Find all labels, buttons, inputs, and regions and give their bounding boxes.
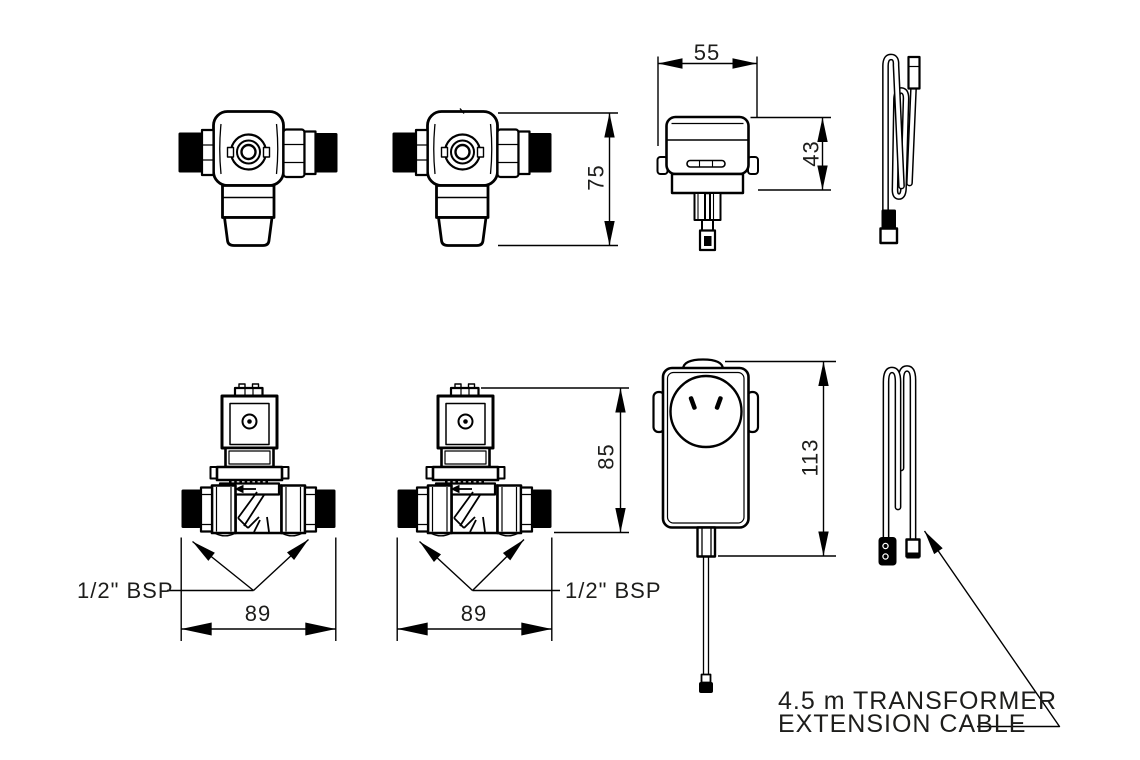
cable-note-line2: EXTENSION CABLE	[778, 710, 1027, 738]
dim-43-label: 43	[798, 140, 824, 167]
dim-89-left-label: 89	[244, 601, 272, 626]
dim-85	[481, 387, 629, 534]
socket-face	[669, 374, 743, 449]
dim-89-right-label: 89	[460, 601, 488, 626]
socket-slot-left	[688, 396, 697, 410]
cable-socket-connector	[881, 209, 896, 229]
bsp-left-label: 1/2" BSP	[77, 578, 174, 603]
leader-bsp-right	[419, 539, 560, 592]
dim-113	[718, 360, 836, 557]
dim-75-label: 75	[583, 164, 609, 191]
dim-75	[498, 112, 618, 247]
transformer-lead	[702, 556, 710, 675]
dim-55	[657, 56, 758, 146]
cable-note-line1: 4.5 m TRANSFORMER	[778, 687, 1058, 715]
valve-front-view-1	[179, 382, 338, 538]
mold-mark	[459, 108, 465, 114]
extension-cable-top-view	[879, 53, 921, 245]
leader-cable-note	[923, 530, 1061, 728]
cable-plug-connector	[907, 55, 921, 90]
transformer-side-view	[656, 115, 759, 252]
dim-89-right	[396, 537, 553, 641]
dim-89-left	[180, 537, 337, 641]
socket-slot-right	[714, 396, 723, 410]
valve-top-view-1	[177, 110, 339, 247]
cable-socket-connector	[878, 537, 897, 566]
dim-55-label: 55	[693, 40, 721, 65]
bsp-right-label: 1/2" BSP	[565, 578, 662, 603]
dim-113-label: 113	[797, 438, 823, 477]
valve-top-view-2	[391, 110, 553, 247]
dim-43	[750, 116, 831, 191]
transformer-front-view	[652, 358, 760, 693]
valve-front-view-2	[395, 382, 554, 538]
dim-85-label: 85	[593, 443, 619, 470]
extension-cable-front-view	[878, 365, 921, 566]
leader-bsp-left	[167, 538, 309, 592]
